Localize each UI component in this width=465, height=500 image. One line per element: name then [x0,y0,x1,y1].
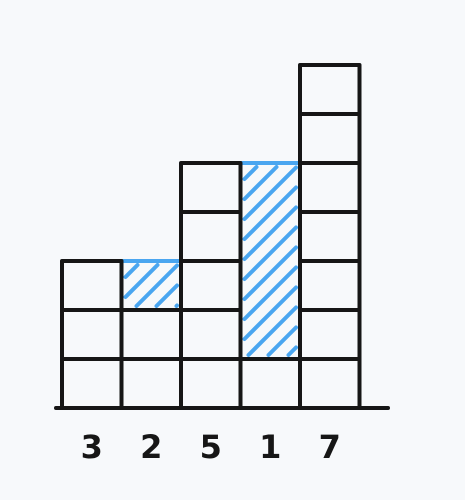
bar-cell [238,357,302,410]
bar-cell [298,161,362,214]
water-hatch-line [242,225,298,281]
bar-cell [298,210,362,263]
water-hatch-line [286,345,298,357]
water-hatch-line [174,303,179,308]
bar-0 [60,259,124,410]
water-hatch-line [154,283,179,308]
bar-cell [298,357,362,410]
water-hatch-line [242,165,298,221]
water-hatch-line [123,263,140,279]
bar-2 [179,161,243,410]
bar-cell [119,357,183,410]
water-area-1 [117,259,185,308]
bar-cell [179,259,243,312]
bar-cell [60,259,124,312]
water-hatch-line [246,305,298,357]
water-hatch-line [242,165,279,201]
water-hatch-line [242,285,298,341]
bar-cell [298,308,362,361]
bar-cell [298,112,362,165]
bar-cell [119,308,183,361]
water-hatch-line [242,205,298,261]
bar-cell [298,63,362,116]
water-hatch-line [134,263,179,308]
bar-4 [298,63,362,410]
water-hatch-line [266,325,298,357]
bar-cell [179,357,243,410]
bar-1 [119,308,183,410]
bar-cell [60,357,124,410]
bar-cell [298,259,362,312]
bar-height-label-1: 2 [140,428,162,466]
bar-height-label-2: 5 [200,428,222,466]
bar-cell [179,161,243,214]
bar-cell [60,308,124,361]
bar-cell [179,210,243,263]
bar-height-label-4: 7 [319,428,341,466]
bar-3 [238,357,302,410]
water-hatch-line [242,185,298,241]
bar-cell [179,308,243,361]
bar-height-label-3: 1 [259,428,281,466]
bar-height-label-0: 3 [81,428,103,466]
water-hatch-line [242,165,259,181]
water-hatch-line [242,265,298,321]
water-area-3 [236,161,304,357]
water-hatch-line [242,245,298,301]
water-hatch-line [123,263,160,299]
